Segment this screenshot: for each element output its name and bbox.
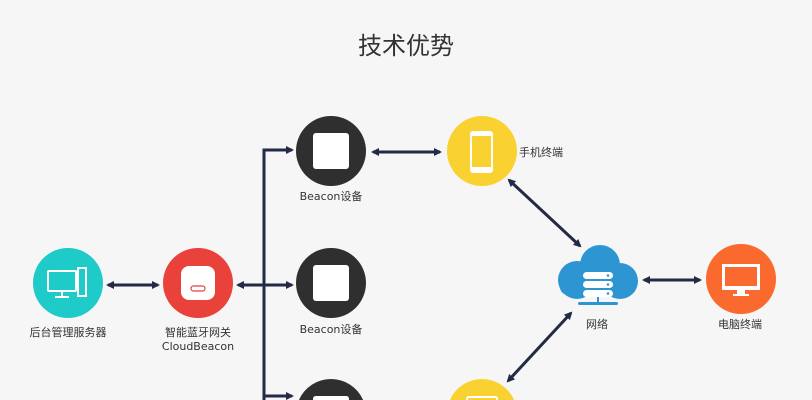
bus-line bbox=[262, 148, 292, 400]
beacon-mid-label: Beacon设备 bbox=[299, 323, 363, 336]
computer-label: 电脑终端 bbox=[718, 318, 762, 331]
gateway-node bbox=[163, 248, 233, 318]
beacon-bottom-node bbox=[298, 378, 364, 400]
desktop-computer-icon bbox=[47, 267, 87, 298]
beacon-device-icon bbox=[313, 265, 349, 301]
server-label: 后台管理服务器 bbox=[29, 326, 107, 339]
monitor-icon bbox=[722, 264, 760, 296]
beacon-mid-node bbox=[296, 248, 366, 318]
beacon-top-label: Beacon设备 bbox=[299, 190, 363, 203]
phone-bottom-node bbox=[449, 378, 515, 400]
gateway-device-icon bbox=[181, 266, 215, 300]
diagram-title: 技术优势 bbox=[358, 32, 454, 60]
gateway-sublabel: CloudBeacon bbox=[161, 340, 235, 353]
network-label: 网络 bbox=[586, 318, 608, 331]
beacon-device-icon bbox=[313, 396, 349, 400]
tablet-icon bbox=[466, 396, 498, 400]
computer-node bbox=[706, 244, 776, 314]
arrow-network-phone2 bbox=[506, 311, 573, 383]
phone-node bbox=[447, 116, 517, 186]
gateway-label: 智能蓝牙网关 bbox=[165, 326, 231, 339]
phone-label: 手机终端 bbox=[519, 146, 563, 159]
cloud-server-icon bbox=[558, 245, 638, 305]
smartphone-icon bbox=[470, 131, 493, 173]
beacon-top-node bbox=[296, 116, 366, 186]
arrow-phone-network bbox=[507, 178, 582, 248]
server-node bbox=[33, 248, 103, 318]
beacon-device-icon bbox=[313, 133, 349, 169]
